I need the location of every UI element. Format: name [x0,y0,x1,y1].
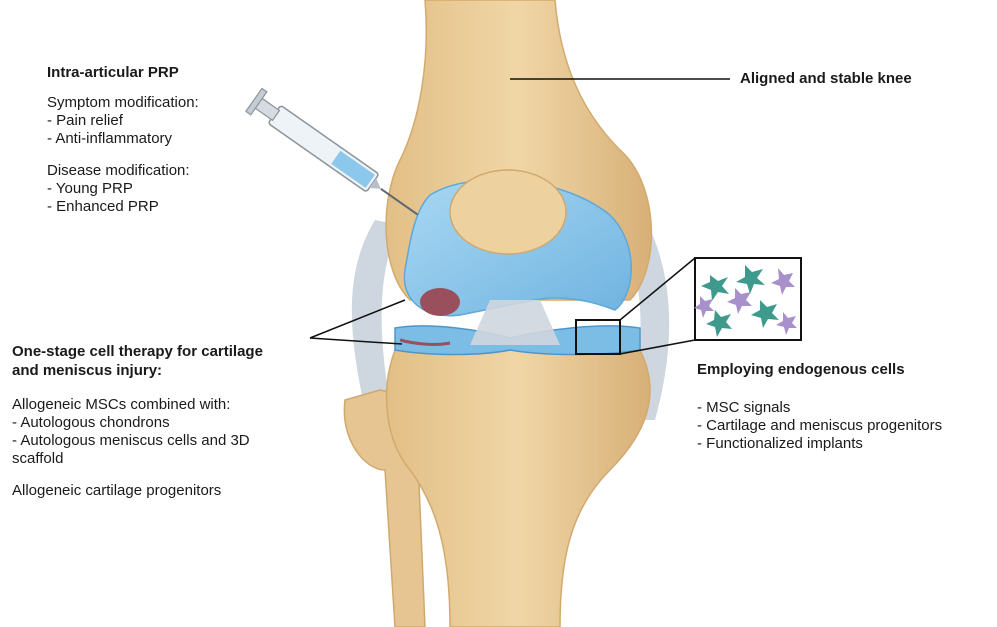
aligned-heading: Aligned and stable knee [740,69,912,88]
msc-item: scaffold [12,450,263,468]
disease-title: Disease modification: [47,162,199,180]
one-stage-annotation: One-stage cell therapy for cartilage and… [12,342,263,500]
one-stage-heading-line2: and meniscus injury: [12,361,263,380]
msc-item: - Autologous meniscus cells and 3D [12,432,263,450]
endogenous-item: - MSC signals [697,399,942,417]
symptom-item: - Anti-inflammatory [47,130,199,148]
disease-item: - Young PRP [47,180,199,198]
endogenous-item: - Functionalized implants [697,435,942,453]
cartilage-lesion [420,288,460,316]
tibia [387,350,650,627]
prp-annotation: Intra-articular PRP Symptom modification… [47,63,199,216]
prp-heading: Intra-articular PRP [47,63,199,82]
cell-cluster-icon [694,258,801,340]
symptom-title: Symptom modification: [47,94,199,112]
endogenous-item: - Cartilage and meniscus progenitors [697,417,942,435]
patella [450,170,566,254]
msc-title: Allogeneic MSCs combined with: [12,396,263,414]
endogenous-annotation: Employing endogenous cells - MSC signals… [697,360,942,453]
symptom-item: - Pain relief [47,112,199,130]
aligned-annotation: Aligned and stable knee [740,69,912,88]
one-stage-heading-line1: One-stage cell therapy for cartilage [12,342,263,361]
disease-item: - Enhanced PRP [47,198,199,216]
msc-item: - Autologous chondrons [12,414,263,432]
endogenous-heading: Employing endogenous cells [697,360,942,379]
progenitors-text: Allogeneic cartilage progenitors [12,482,263,500]
